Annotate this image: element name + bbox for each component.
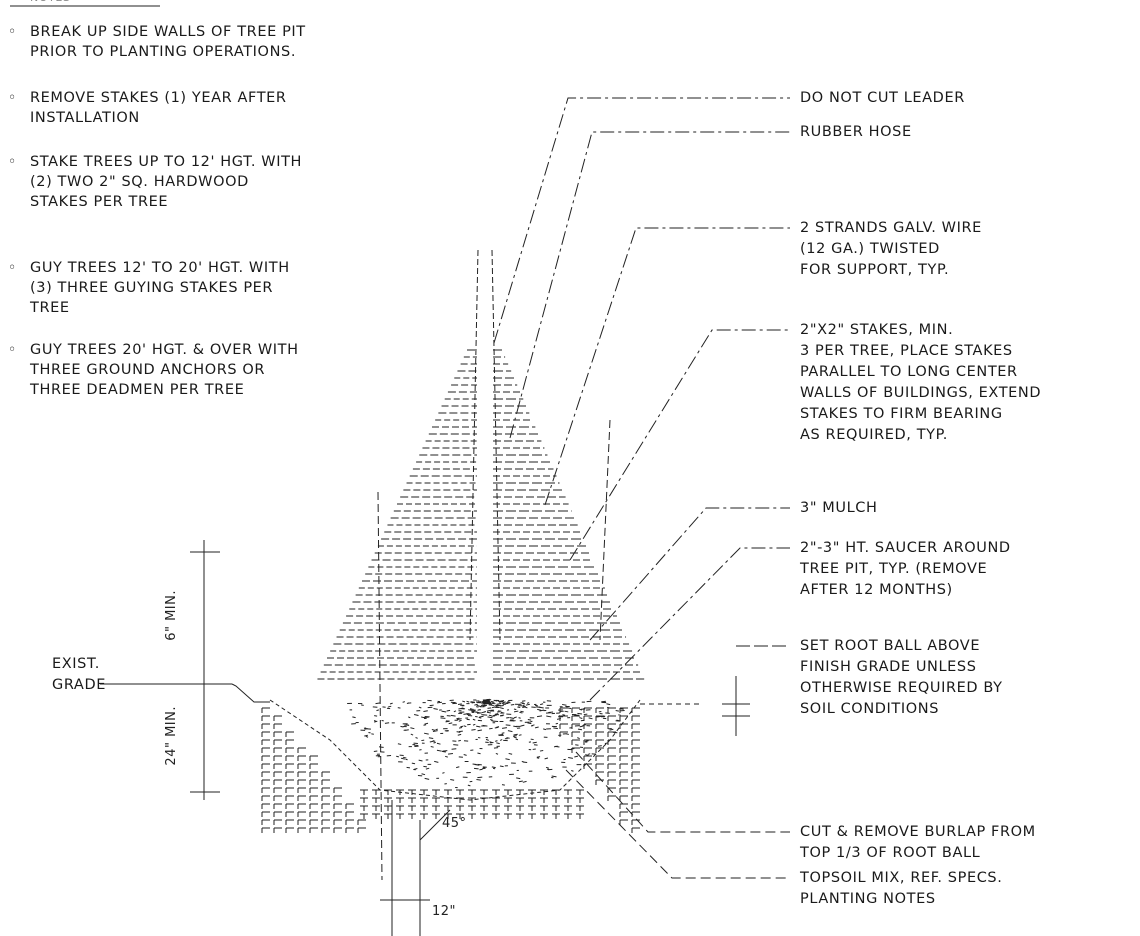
bullet-icon: ◦ bbox=[8, 260, 17, 276]
dimension-lines bbox=[190, 540, 750, 936]
bullet-icon: ◦ bbox=[8, 154, 17, 170]
callout-rubber-hose: RUBBER HOSE bbox=[800, 124, 912, 140]
soil-mix-hatching bbox=[261, 707, 640, 833]
callout-saucer: 2"-3" HT. SAUCER AROUND TREE PIT, TYP. (… bbox=[800, 540, 1011, 598]
callout-root-ball: SET ROOT BALL ABOVE FINISH GRADE UNLESS … bbox=[800, 638, 1003, 717]
notes-header: NOTES bbox=[30, 0, 71, 8]
bullet-icon: ◦ bbox=[8, 342, 17, 358]
callout-do-not-cut-leader: DO NOT CUT LEADER bbox=[800, 90, 965, 106]
spacing-dimension: 12" bbox=[432, 904, 457, 919]
callout-stakes: 2"X2" STAKES, MIN. 3 PER TREE, PLACE STA… bbox=[800, 322, 1042, 443]
note-text: STAKE TREES UP TO 12' HGT. WITH (2) TWO … bbox=[30, 154, 303, 210]
root-ball-hatching bbox=[347, 698, 625, 789]
tree-canopy-hatching bbox=[317, 349, 645, 680]
note-text: REMOVE STAKES (1) YEAR AFTER INSTALLATIO… bbox=[30, 90, 287, 126]
callout-burlap: CUT & REMOVE BURLAP FROM TOP 1/3 OF ROOT… bbox=[800, 824, 1036, 861]
min-lower-dimension: 24" MIN. bbox=[164, 706, 179, 766]
note-item: ◦ BREAK UP SIDE WALLS OF TREE PIT PRIOR … bbox=[8, 22, 308, 62]
min-upper-dimension: 6" MIN. bbox=[164, 590, 179, 641]
note-item: ◦ GUY TREES 12' TO 20' HGT. WITH (3) THR… bbox=[8, 258, 308, 318]
trunk-and-stakes bbox=[377, 249, 611, 881]
callout-mulch: 3" MULCH bbox=[800, 500, 878, 516]
note-text: BREAK UP SIDE WALLS OF TREE PIT PRIOR TO… bbox=[30, 24, 306, 60]
note-item: ◦ REMOVE STAKES (1) YEAR AFTER INSTALLAT… bbox=[8, 88, 308, 128]
leader-lines bbox=[10, 5, 790, 879]
note-text: GUY TREES 20' HGT. & OVER WITH THREE GRO… bbox=[30, 342, 299, 398]
bullet-icon: ◦ bbox=[8, 24, 17, 40]
note-item: ◦ GUY TREES 20' HGT. & OVER WITH THREE G… bbox=[8, 340, 308, 400]
callout-galv-wire: 2 STRANDS GALV. WIRE (12 GA.) TWISTED FO… bbox=[800, 220, 982, 278]
callout-topsoil: TOPSOIL MIX, REF. SPECS. PLANTING NOTES bbox=[800, 870, 1003, 907]
angle-dimension: 45° bbox=[442, 816, 467, 831]
exist-grade-label: EXIST. GRADE bbox=[52, 656, 106, 693]
bullet-icon: ◦ bbox=[8, 90, 17, 106]
note-item: ◦ STAKE TREES UP TO 12' HGT. WITH (2) TW… bbox=[8, 152, 308, 212]
note-text: GUY TREES 12' TO 20' HGT. WITH (3) THREE… bbox=[30, 260, 290, 316]
grade-and-pit bbox=[100, 683, 700, 801]
